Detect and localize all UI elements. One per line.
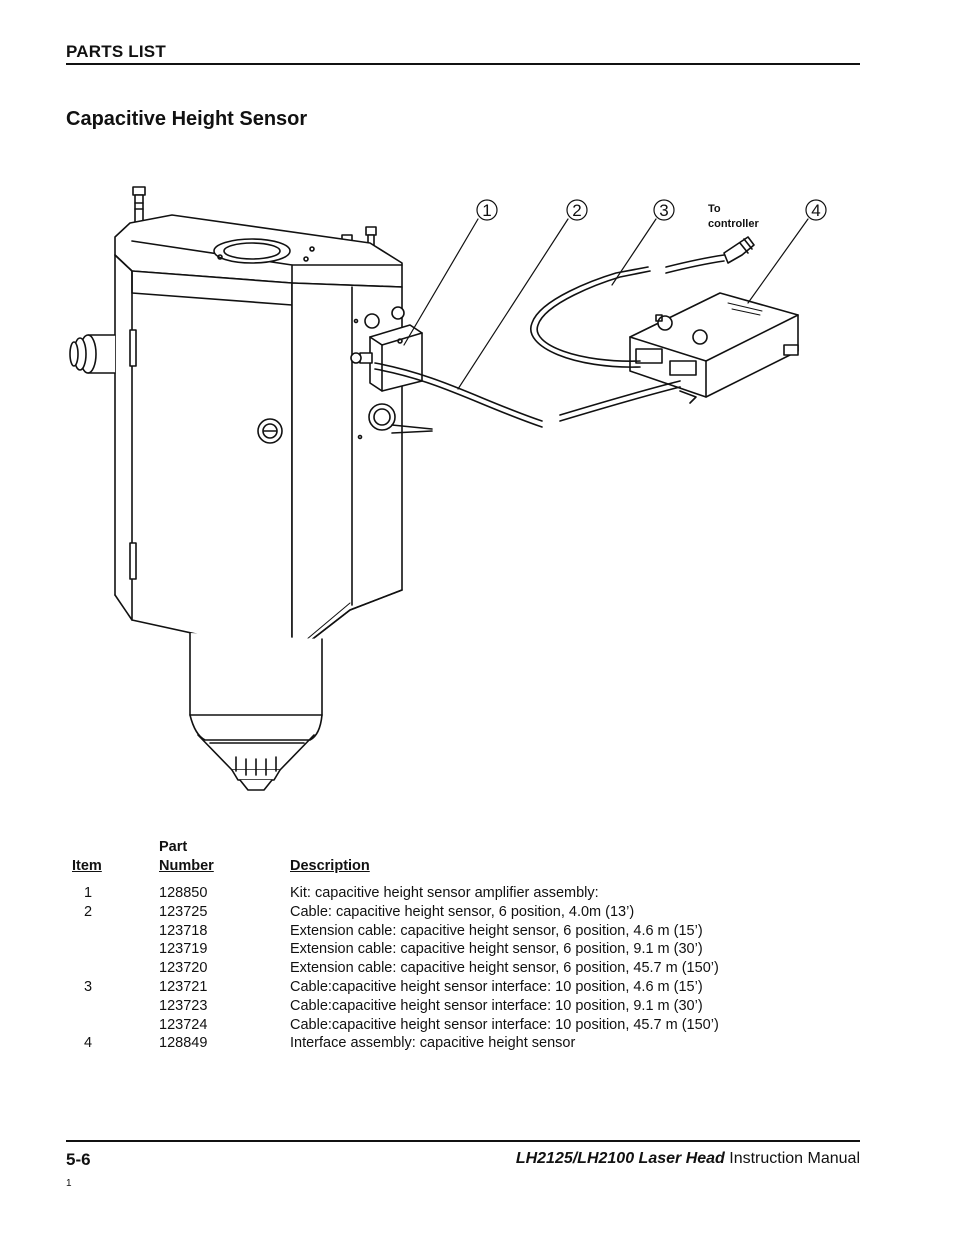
cell-item [72,1016,159,1035]
callout-1-circle [476,199,498,221]
header-rule [66,63,860,65]
cell-description: Kit: capacitive height sensor amplifier … [290,885,599,901]
callout-1: 1 [482,201,491,220]
cell-item [72,922,159,941]
cell-part-number: 123721 [159,978,208,995]
callout-4: 4 [811,201,820,220]
header-item: Item [72,858,102,874]
table-row: 1 128850 Kit: capacitive height sensor amp… [72,884,810,903]
controller-note-line2: controller [708,218,759,230]
cell-item: 4 [84,1035,93,1052]
footer-title: LH2125/LH2100 Laser Head Instruction Man… [516,1150,860,1168]
header-part-number: Part Number [159,838,290,876]
cell-description: Cable:capacitive height sensor interface… [290,997,703,1014]
page-title: Capacitive Height Sensor [66,108,308,130]
callout-2-circle [566,199,588,221]
table-row: 123719 Extension cable: capacitive height… [72,940,810,959]
callout-3-circle [653,199,675,221]
cell-item: 3 [84,978,93,995]
footer-rule [66,1140,860,1142]
callout-3: 3 [659,201,668,220]
footer-manual: Instruction Manual [729,1150,860,1167]
callout-4-circle [805,199,827,221]
cell-part-number: 123718 [159,922,208,939]
parts-table: Item Part Number Description 1 128850 Kit:… [72,838,810,1053]
callout-2: 2 [572,201,581,220]
table-header-row: Item Part Number Description [72,838,810,876]
controller-note-line1: To [708,203,721,215]
table-row: 3 123721 Cable:capacitive height sensor in… [72,978,810,997]
table-row: 2 123725 Cable: capacitive height sensor, … [72,903,810,922]
cell-description: Extension cable: capacitive height senso… [290,941,703,958]
cell-part-number: 128849 [159,1035,208,1052]
sensor-assembly-illustration: 1 2 3 4 To controller [69,186,827,791]
header-part-line1: Part [159,839,188,855]
cell-description: Cable: capacitive height sensor, 6 posit… [290,903,635,920]
table-row: 123724 Cable:capacitive height sensor int… [72,1016,810,1035]
table-row: 123718 Extension cable: capacitive height… [72,922,810,941]
cell-part-number: 123725 [159,903,208,920]
table-row: 123720 Extension cable: capacitive height… [72,959,810,978]
page-number: 5-6 [66,1150,91,1169]
table-row: 4 128849 Interface assembly: capacitive he… [72,1034,810,1053]
footer-model: LH2125/LH2100 Laser Head [515,1150,725,1167]
table-row: 123723 Cable:capacitive height sensor int… [72,997,810,1016]
cell-description: Interface assembly: capacitive height se… [290,1035,576,1052]
cell-item [72,959,159,978]
cell-description: Cable:capacitive height sensor interface… [290,1016,719,1033]
cell-description: Extension cable: capacitive height senso… [290,960,719,977]
cell-part-number: 123720 [159,960,208,977]
cell-part-number: 128850 [159,885,208,901]
header-description: Description [290,858,370,874]
cell-item [72,997,159,1016]
revision-number: 1 [66,1178,72,1189]
cell-description: Cable:capacitive height sensor interface… [290,978,703,995]
section-header: PARTS LIST [66,42,166,61]
cell-description: Extension cable: capacitive height senso… [290,922,703,939]
cell-part-number: 123719 [159,941,208,958]
cell-part-number: 123723 [159,997,208,1014]
cell-part-number: 123724 [159,1016,208,1033]
cell-item [72,940,159,959]
header-part-line2: Number [159,858,214,874]
cell-item: 2 [84,903,93,920]
cell-item: 1 [84,885,93,901]
